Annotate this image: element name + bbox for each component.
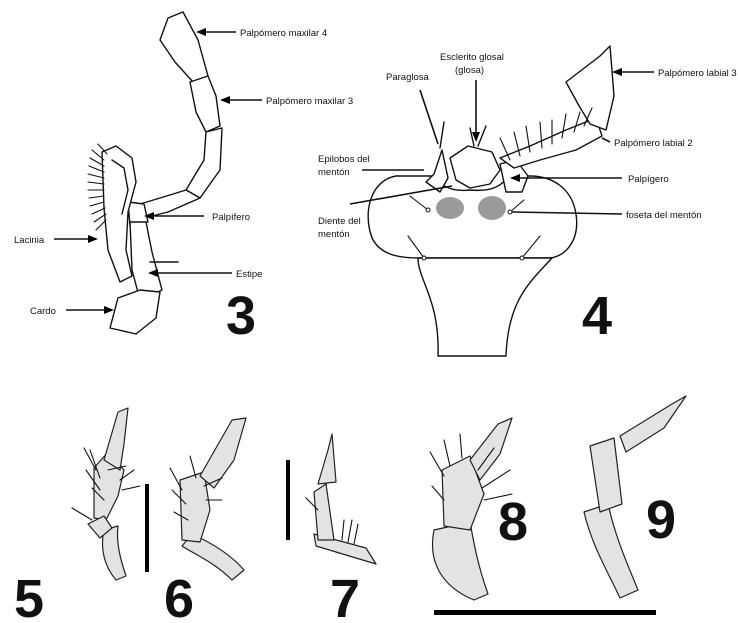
- label-palpomero-maxilar-3: Palpómero maxilar 3: [266, 96, 353, 107]
- maxillary-palpomere-4: [160, 12, 208, 82]
- label-estipe: Estipe: [236, 269, 262, 280]
- labial-palpomere-3: [566, 46, 614, 130]
- label-cardo: Cardo: [30, 306, 56, 317]
- figure-number-7: 7: [330, 569, 360, 623]
- cardo-segment: [110, 290, 160, 334]
- label-glosa: (glosa): [455, 65, 484, 76]
- labial-palpomere-2: [500, 118, 602, 168]
- figure-8-leg: 8: [430, 418, 528, 600]
- label-esclerito-glosal: Esclerito glosal: [440, 52, 504, 63]
- glossal-sclerite: [450, 146, 500, 188]
- label-lacinia: Lacinia: [14, 235, 45, 246]
- scale-bar-bottom: [434, 610, 656, 615]
- figure-7-leg: 7: [286, 434, 376, 623]
- label-palpifero: Palpífero: [212, 212, 250, 223]
- figure-number-9: 9: [646, 490, 676, 550]
- label-palpomero-labial-2: Palpómero labial 2: [614, 138, 693, 149]
- label-palpigero: Palpígero: [628, 174, 669, 185]
- scale-bar-5: [145, 484, 149, 572]
- maxillary-palpomere-3: [190, 76, 220, 132]
- figure-4-labium: Esclerito glosal (glosa) Paraglosa Palpó…: [318, 46, 737, 356]
- mentum: [368, 176, 577, 258]
- figure-3-maxilla: Palpómero maxilar 4 Palpómero maxilar 3 …: [14, 12, 353, 346]
- label-palpomero-maxilar-4: Palpómero maxilar 4: [240, 28, 327, 39]
- figure-9-leg: 9: [584, 396, 686, 598]
- mentum-pit-left: [436, 197, 464, 219]
- figure-number-6: 6: [164, 569, 194, 623]
- label-epilobos-del: Epilobos del: [318, 154, 370, 165]
- figure-6-leg: 6: [164, 418, 246, 623]
- figure-5-leg: 5: [14, 408, 149, 623]
- label-palpomero-labial-3: Palpómero labial 3: [658, 68, 737, 79]
- figure-number-5: 5: [14, 569, 44, 623]
- stipes-segment: [130, 222, 162, 300]
- label-diente-del: Diente del: [318, 216, 361, 227]
- mentum-pit-right: [478, 196, 506, 220]
- scale-bar-7: [286, 460, 290, 540]
- label-paraglosa: Paraglosa: [386, 72, 429, 83]
- label-foseta-del-menton: foseta del mentón: [626, 210, 702, 221]
- figure-number-3: 3: [226, 286, 256, 346]
- label-epilobos-menton: mentón: [318, 167, 350, 178]
- label-diente-menton: mentón: [318, 229, 350, 240]
- maxillary-palpomere-2: [186, 128, 222, 198]
- figure-number-4: 4: [582, 286, 612, 346]
- maxillary-palpomere-1: [140, 190, 200, 218]
- figure-number-8: 8: [498, 492, 528, 552]
- submentum: [418, 258, 552, 356]
